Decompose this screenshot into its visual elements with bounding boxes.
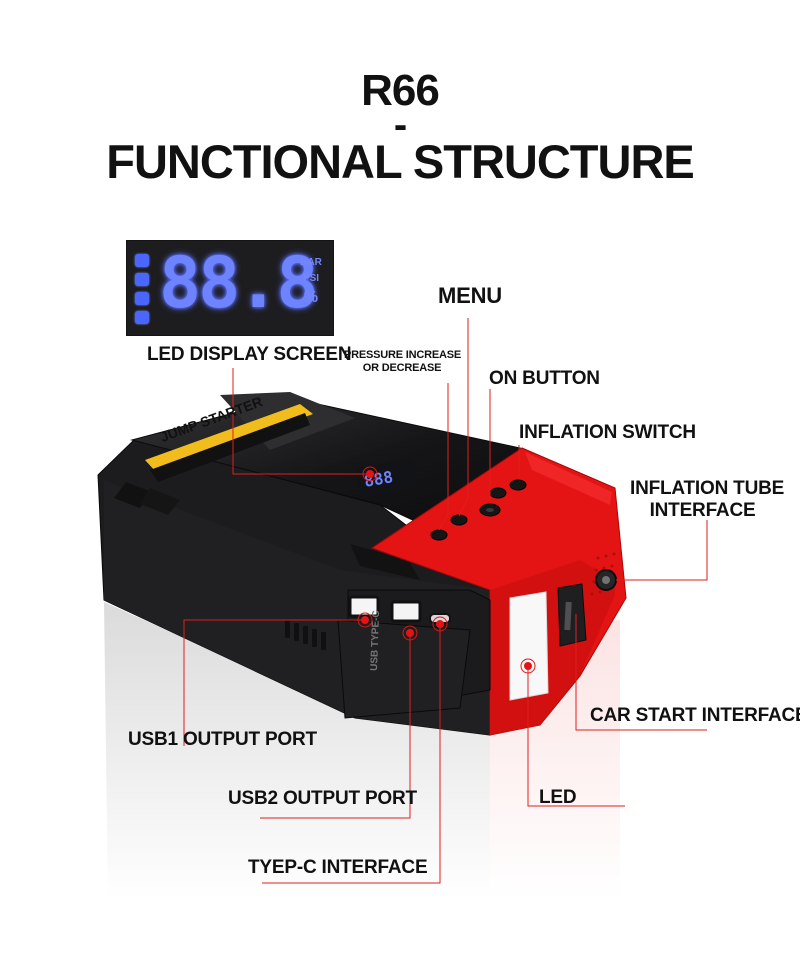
ball-icon — [135, 311, 149, 324]
device-red-endcap — [370, 447, 627, 736]
jump-starter-lid-text: JUMP STARTER — [158, 393, 265, 446]
car-start-interface-label: CAR START INTERFACE — [590, 705, 800, 726]
pressure-label-line2: OR DECREASE — [362, 362, 442, 374]
lcd-display-preview: 88.8 BAR PSI % — [126, 240, 334, 336]
lcd-vehicle-icons — [133, 254, 151, 324]
inflation-tube-line1: INFLATION TUBE — [630, 478, 785, 499]
callout-markers — [361, 470, 532, 670]
pressure-label: PRESSURE INCREASE OR DECREASE — [344, 349, 462, 375]
inflation-switch-label: INFLATION SWITCH — [519, 422, 696, 443]
lcd-unit-percent: % — [303, 289, 319, 306]
led-panel — [509, 591, 549, 701]
device-black-body — [97, 439, 491, 736]
control-buttons — [430, 479, 527, 541]
svg-text:888: 888 — [363, 467, 395, 491]
type-c-port — [429, 613, 451, 624]
usb1-port — [348, 595, 380, 618]
led-display-screen-label: LED DISPLAY SCREEN — [147, 344, 352, 365]
page-title: R66 — [361, 66, 440, 115]
page-subtitle: FUNCTIONAL STRUCTURE — [106, 135, 695, 188]
usb2-output-port-label: USB2 OUTPUT PORT — [228, 788, 417, 809]
pressure-label-line1: PRESSURE INCREASE — [344, 349, 462, 361]
lcd-units: BAR PSI % — [299, 257, 323, 307]
car-start-port — [557, 583, 587, 647]
bicycle-icon — [135, 292, 149, 305]
lcd-unit-psi: PSI — [302, 273, 320, 284]
menu-label: MENU — [438, 283, 502, 308]
car-icon — [135, 254, 149, 267]
port-cover-text: USB TYPE-C — [369, 610, 382, 671]
usb2-port — [390, 600, 422, 623]
vent-grille — [285, 620, 326, 650]
usb1-output-port-label: USB1 OUTPUT PORT — [128, 729, 317, 750]
inflation-tube-line2: INTERFACE — [649, 500, 756, 521]
lcd-digits: 88.8 — [159, 242, 319, 324]
title-separator: - — [393, 103, 407, 147]
motorcycle-icon — [135, 273, 149, 286]
inflation-tube-port — [595, 569, 617, 591]
on-button-label: ON BUTTON — [489, 368, 600, 389]
type-c-interface-label: TYEP-C INTERFACE — [248, 857, 428, 878]
lcd-unit-bar: BAR — [300, 257, 322, 268]
led-label: LED — [539, 787, 577, 808]
inflation-tube-label: INFLATION TUBE INTERFACE — [630, 478, 785, 522]
